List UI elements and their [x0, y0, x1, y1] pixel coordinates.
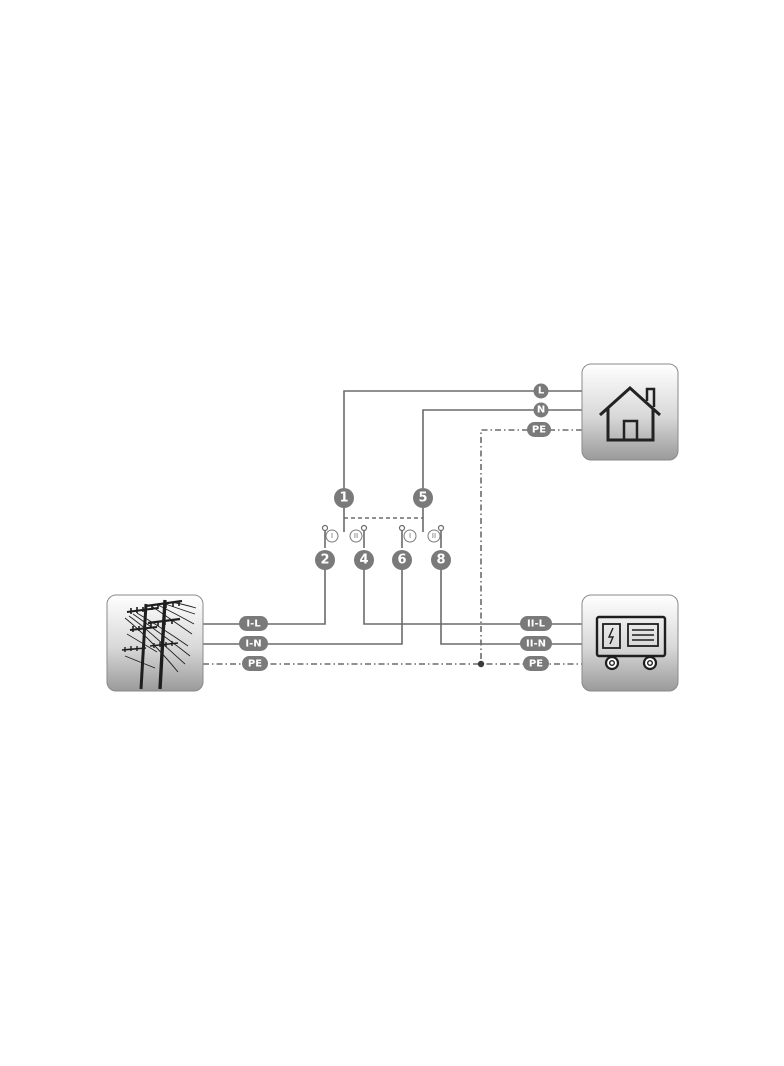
label-grid-n: I-N [239, 636, 268, 651]
svg-text:5: 5 [418, 491, 427, 506]
grid-labels: I-L I-N PE [239, 616, 268, 671]
house-icon [598, 385, 662, 442]
svg-text:L: L [538, 386, 545, 397]
svg-text:PE: PE [529, 659, 543, 670]
position-markers: I II I II [325, 529, 441, 543]
generator-labels: II-L II-N PE [520, 616, 552, 671]
wire-gen-n [440, 568, 582, 645]
pe-junction-dot [477, 660, 485, 668]
terminal-5: 5 [413, 488, 433, 508]
wire-grid-n [203, 568, 403, 645]
svg-text:II-N: II-N [526, 639, 546, 650]
terminal-6: 6 [392, 550, 412, 570]
svg-text:8: 8 [436, 553, 445, 568]
svg-text:PE: PE [532, 425, 546, 436]
terminals: 1 5 2 4 6 8 [315, 488, 451, 570]
house-labels: L N PE [527, 383, 551, 437]
svg-text:I-L: I-L [246, 619, 261, 630]
svg-text:1: 1 [339, 491, 348, 506]
svg-text:4: 4 [359, 553, 368, 568]
pos-1b: I [409, 532, 411, 540]
svg-text:PE: PE [248, 659, 262, 670]
label-house-n: N [533, 402, 549, 418]
label-grid-l: I-L [239, 616, 268, 631]
pos-1a: I [331, 532, 333, 540]
wire-grid-l [203, 568, 326, 625]
terminal-1: 1 [334, 488, 354, 508]
pos-2a: II [354, 532, 358, 540]
svg-text:6: 6 [397, 553, 406, 568]
terminal-2: 2 [315, 550, 335, 570]
wire-gen-l [363, 568, 582, 625]
house-box [581, 363, 679, 461]
grid-box [106, 594, 204, 692]
label-grid-pe: PE [242, 656, 268, 671]
switch-contacts [321, 524, 445, 532]
label-gen-pe: PE [523, 656, 549, 671]
svg-text:II-L: II-L [527, 619, 546, 630]
generator-box [581, 594, 679, 692]
label-house-pe: PE [527, 422, 551, 437]
label-gen-l: II-L [520, 616, 552, 631]
svg-text:N: N [537, 405, 545, 416]
wire-house-l [343, 390, 582, 488]
terminal-8: 8 [431, 550, 451, 570]
svg-text:2: 2 [320, 553, 329, 568]
power-pole-icon [121, 599, 197, 690]
wire-house-pe [480, 429, 582, 664]
generator-icon [595, 615, 667, 671]
terminal-4: 4 [354, 550, 374, 570]
pos-2b: II [432, 532, 436, 540]
wire-house-n [422, 409, 582, 488]
svg-text:I-N: I-N [245, 639, 261, 650]
label-house-l: L [533, 383, 549, 399]
label-gen-n: II-N [520, 636, 552, 651]
